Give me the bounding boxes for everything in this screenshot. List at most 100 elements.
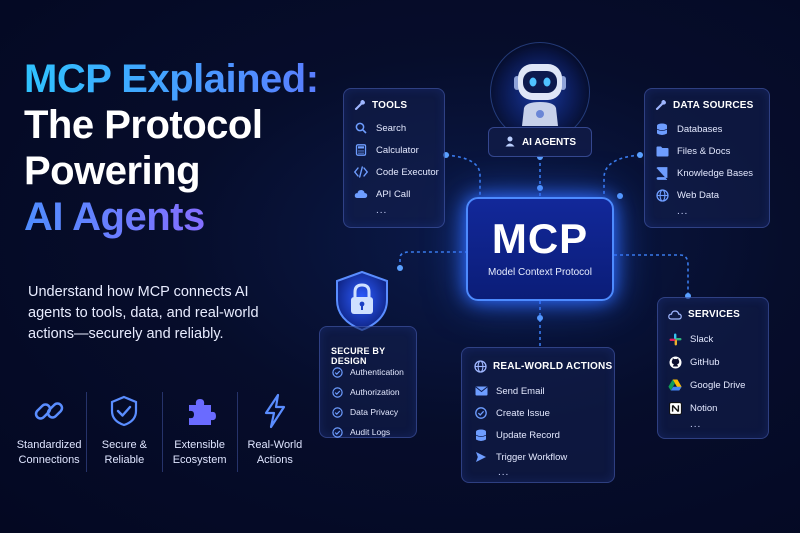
connector-tools (445, 154, 481, 197)
actions-heading: REAL-WORLD ACTIONS (474, 360, 612, 373)
title-line-2: The Protocol (24, 103, 263, 147)
check-circle-icon (474, 406, 488, 420)
cloud-icon (354, 187, 368, 201)
tool-item: Search (354, 121, 439, 135)
data-sources-card: DATA SOURCES Databases Files & Docs Know… (644, 88, 770, 228)
feature-extensible: Extensible Ecosystem (163, 392, 238, 472)
title-line-3: Powering (24, 149, 201, 193)
connector-services (614, 254, 689, 296)
title-line-1: MCP Explained: (24, 57, 319, 101)
secure-label: Data Privacy (350, 407, 399, 417)
action-label: Update Record (496, 429, 560, 441)
secure-item: Authorization (330, 385, 404, 399)
action-item: Send Email (474, 384, 567, 398)
service-label: Notion (690, 402, 718, 414)
data-source-label: Files & Docs (677, 145, 731, 157)
tool-item: Calculator (354, 143, 439, 157)
tool-label: Calculator (376, 144, 419, 156)
cloud-icon (668, 310, 682, 320)
data-source-item: Files & Docs (655, 144, 753, 158)
service-item: Slack (668, 332, 745, 346)
data-source-item: Databases (655, 122, 753, 136)
tool-label: API Call (376, 188, 411, 200)
tools-more: ... (376, 205, 388, 216)
service-label: Google Drive (690, 379, 746, 391)
action-item: Create Issue (474, 406, 567, 420)
tools-title: TOOLS (372, 99, 408, 111)
feature-label: Secure & Reliable (101, 439, 147, 466)
mcp-title: MCP (491, 215, 589, 262)
tool-label: Search (376, 122, 407, 134)
actions-card: REAL-WORLD ACTIONS Send Email Create Iss… (461, 347, 615, 483)
feature-actions: Real-World Actions (238, 392, 312, 472)
service-label: GitHub (690, 356, 720, 368)
wrench-icon (655, 100, 666, 110)
code-icon (354, 165, 368, 179)
tools-card: TOOLS Search Calculator Code Executor AP… (343, 88, 445, 228)
action-label: Trigger Workflow (496, 451, 568, 463)
feature-label: Standardized Connections (16, 439, 82, 466)
mcp-core: MCP Model Context Protocol (466, 197, 614, 301)
notion-icon (668, 401, 682, 415)
features-row: Standardized Connections Secure & Reliab… (12, 392, 312, 472)
mcp-subtitle: Model Context Protocol (488, 267, 592, 278)
google-drive-icon (668, 378, 682, 392)
robot-icon (508, 54, 572, 131)
services-card: SERVICES Slack GitHub Google Drive Notio… (657, 297, 769, 439)
services-heading: SERVICES (668, 309, 740, 320)
globe-icon (474, 360, 487, 373)
data-sources-more: ... (677, 206, 689, 217)
data-source-label: Knowledge Bases (677, 167, 754, 179)
wrench-icon (354, 100, 365, 110)
secure-card: SECURE BY DESIGN Authentication Authoriz… (319, 326, 417, 438)
services-more: ... (690, 419, 702, 430)
tools-heading: TOOLS (354, 99, 407, 111)
data-sources-title: DATA SOURCES (673, 99, 754, 111)
link-icon (32, 392, 66, 430)
book-icon (655, 166, 669, 180)
data-source-item: Knowledge Bases (655, 166, 753, 180)
secure-item: Authentication (330, 365, 404, 379)
user-icon (504, 135, 516, 150)
tool-item: Code Executor (354, 165, 439, 179)
data-source-item: Web Data (655, 188, 753, 202)
database-icon (655, 122, 669, 136)
secure-item: Audit Logs (330, 425, 404, 439)
tool-label: Code Executor (376, 166, 439, 178)
action-item: Update Record (474, 428, 567, 442)
actions-more: ... (498, 467, 510, 478)
service-item: GitHub (668, 355, 745, 369)
data-source-label: Web Data (677, 189, 720, 201)
service-label: Slack (690, 333, 714, 345)
puzzle-icon (183, 392, 217, 430)
secure-item: Data Privacy (330, 405, 404, 419)
ai-agents-label: AI AGENTS (521, 136, 577, 148)
data-source-label: Databases (677, 123, 723, 135)
service-item: Notion (668, 401, 745, 415)
feature-standardized: Standardized Connections (12, 392, 88, 472)
connector-data (603, 154, 641, 197)
secure-label: Audit Logs (350, 427, 391, 437)
secure-label: Authorization (350, 387, 400, 397)
data-sources-heading: DATA SOURCES (655, 99, 754, 111)
actions-title: REAL-WORLD ACTIONS (493, 361, 613, 372)
feature-secure: Secure & Reliable (87, 392, 163, 472)
check-circle-icon (330, 385, 344, 399)
node-dot (397, 265, 403, 271)
search-icon (354, 121, 368, 135)
lock-shield-icon (333, 270, 391, 337)
check-circle-icon (330, 405, 344, 419)
folder-icon (655, 144, 669, 158)
database-icon (474, 428, 488, 442)
connector-secure (399, 251, 466, 268)
check-circle-icon (330, 365, 344, 379)
subtitle: Understand how MCP connects AI agents to… (28, 284, 259, 342)
services-title: SERVICES (688, 309, 740, 320)
secure-title: SECURE BY DESIGN (331, 346, 386, 366)
slack-icon (668, 332, 682, 346)
page-title: MCP Explained: The Protocol Powering AI … (24, 56, 319, 240)
node-dot (637, 152, 643, 158)
service-item: Google Drive (668, 378, 745, 392)
globe-icon (655, 188, 669, 202)
